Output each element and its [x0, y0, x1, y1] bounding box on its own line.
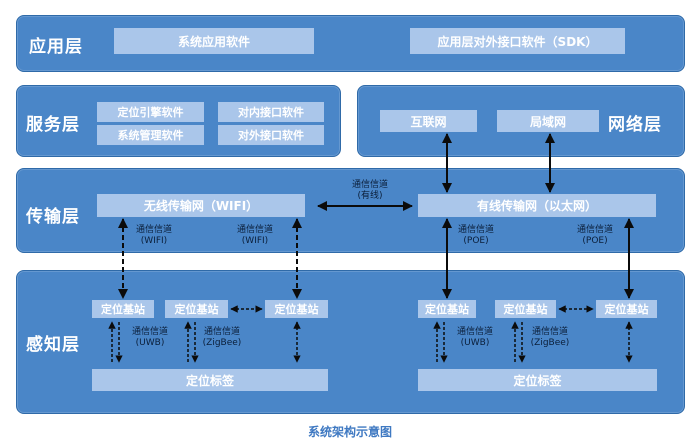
arrows-bs-tag-right-2: [511, 321, 526, 363]
app-external-interface-sdk-box: 应用层对外接口软件（SDK）: [410, 28, 625, 54]
label-uwb-left-channel: 通信信道: [131, 327, 168, 337]
network-layer-title: 网络层: [608, 115, 662, 135]
base-station-right-1: 定位基站: [418, 300, 476, 318]
label-uwb-right-type: (UWB): [460, 338, 490, 348]
label-zigbee-left-type: (ZigBee): [202, 338, 242, 348]
transport-layer-title: 传输层: [26, 207, 80, 227]
application-layer-title: 应用层: [29, 37, 83, 57]
arrows-bs-tag-left-2: [184, 321, 199, 363]
perception-layer-title: 感知层: [26, 335, 80, 355]
wired-network-box: 有线传输网（以太网）: [418, 194, 656, 217]
label-wifi-right-channel: 通信信道: [236, 225, 273, 235]
label-poe-left-type: (POE): [463, 236, 489, 246]
base-station-right-2: 定位基站: [495, 300, 556, 318]
wireless-network-box: 无线传输网（WIFI）: [97, 194, 305, 217]
label-poe-right-channel: 通信信道: [576, 225, 613, 235]
diagram-caption: 系统架构示意图: [307, 425, 392, 439]
label-uwb-left-type: (UWB): [135, 338, 165, 348]
external-interface-box: 对外接口软件: [218, 125, 324, 145]
system-management-box: 系统管理软件: [97, 125, 204, 145]
internet-box: 互联网: [380, 110, 477, 132]
label-wifi-right-type: (WIFI): [241, 236, 269, 246]
tag-right: 定位标签: [418, 369, 657, 391]
label-zigbee-left-channel: 通信信道: [203, 327, 240, 337]
base-station-left-3: 定位基站: [265, 300, 328, 318]
lan-box: 局域网: [497, 110, 599, 132]
label-zigbee-right-channel: 通信信道: [531, 327, 568, 337]
internal-interface-box: 对内接口软件: [218, 102, 324, 122]
label-poe-left-channel: 通信信道: [457, 225, 494, 235]
label-wifi-left-type: (WIFI): [140, 236, 168, 246]
system-app-software-box: 系统应用软件: [114, 28, 314, 54]
base-station-left-2: 定位基站: [165, 300, 228, 318]
positioning-engine-box: 定位引擎软件: [97, 102, 204, 122]
wired-link-label-type: (有线): [357, 191, 383, 201]
base-station-left-1: 定位基站: [92, 300, 154, 318]
label-wifi-left-channel: 通信信道: [135, 225, 172, 235]
service-layer-title: 服务层: [26, 115, 80, 135]
tag-left: 定位标签: [92, 369, 328, 391]
label-poe-right-type: (POE): [582, 236, 608, 246]
base-station-right-3: 定位基站: [596, 300, 657, 318]
label-uwb-right-channel: 通信信道: [456, 327, 493, 337]
arrows-bs-tag-right-1: [433, 321, 448, 363]
label-zigbee-right-type: (ZigBee): [530, 338, 570, 348]
arrows-bs-tag-left-1: [108, 321, 123, 363]
wired-link-label-channel: 通信信道: [351, 180, 388, 190]
